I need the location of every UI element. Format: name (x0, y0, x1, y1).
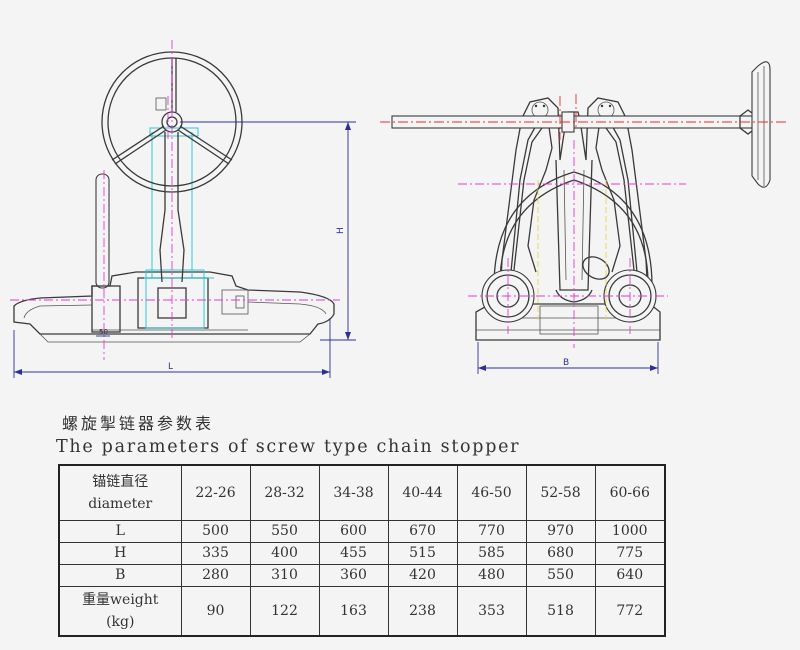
chain-stopper-drawing: .ln { stroke: #3a3a3a; stroke-width: 1.3… (10, 40, 786, 378)
table-row-weight: 重量weight (kg) 90 122 163 238 353 518 772 (58, 585, 666, 637)
table-cell: 515 (387, 541, 458, 565)
table-cell: 585 (456, 541, 527, 565)
table-row-H: H 335 400 455 515 585 680 775 (58, 541, 666, 565)
table-cell: 518 (525, 585, 596, 637)
row-label-weight: 重量weight (kg) (58, 585, 182, 637)
column-header: 28-32 (249, 464, 320, 521)
side-dimension-50: 50 (96, 328, 110, 337)
header-diameter-cell: 锚链直径 diameter (58, 464, 182, 521)
table-cell: 550 (525, 563, 596, 587)
dim-H-label: H (336, 227, 346, 234)
table-cell: 1000 (594, 519, 666, 543)
column-header: 22-26 (180, 464, 251, 521)
dim-B-label: B (563, 358, 569, 368)
svg-text:50: 50 (99, 328, 108, 336)
side-post (95, 173, 110, 289)
column-header: 46-50 (456, 464, 527, 521)
front-handwheel (751, 61, 771, 188)
front-dimension-B: B (477, 342, 659, 374)
table-cell: 280 (180, 563, 251, 587)
dim-L-label: L (168, 362, 173, 372)
table-cell: 335 (180, 541, 251, 565)
table-cell: 775 (594, 541, 666, 565)
table-row-B: B 280 310 360 420 480 550 640 (58, 563, 666, 587)
side-column (145, 132, 205, 329)
header-label-cn: 锚链直径 (92, 473, 149, 490)
table-cell: 970 (525, 519, 596, 543)
table-cell: 772 (594, 585, 666, 637)
table-cell: 600 (318, 519, 389, 543)
weight-label-line1: 重量weight (82, 591, 159, 608)
header-label-en: diameter (88, 495, 153, 512)
table-cell: 360 (318, 563, 389, 587)
row-label: B (58, 563, 182, 587)
side-view: H L 50 (10, 40, 356, 378)
row-label: L (58, 519, 182, 543)
table-cell: 353 (456, 585, 527, 637)
table-cell: 480 (456, 563, 527, 587)
column-header: 52-58 (525, 464, 596, 521)
parameter-table: 锚链直径 diameter 22-26 28-32 34-38 40-44 46… (58, 464, 666, 637)
table-cell: 455 (318, 541, 389, 565)
table-title-en: The parameters of screw type chain stopp… (56, 437, 521, 457)
table-cell: 670 (387, 519, 458, 543)
column-header: 40-44 (387, 464, 458, 521)
table-cell: 500 (180, 519, 251, 543)
table-cell: 310 (249, 563, 320, 587)
front-arch (493, 171, 653, 287)
row-label: H (58, 541, 182, 565)
table-row-L: L 500 550 600 670 770 970 1000 (58, 519, 666, 543)
table-cell: 420 (387, 563, 458, 587)
table-cell: 400 (249, 541, 320, 565)
table-cell: 163 (318, 585, 389, 637)
table-header-row: 锚链直径 diameter 22-26 28-32 34-38 40-44 46… (58, 464, 666, 521)
side-dimension-H: H (180, 121, 356, 341)
table-cell: 680 (525, 541, 596, 565)
side-base (13, 271, 335, 335)
front-view: B (380, 61, 786, 374)
weight-label-line2: (kg) (106, 613, 135, 630)
table-title-cn: 螺旋掣链器参数表 (62, 414, 215, 433)
column-header: 34-38 (318, 464, 389, 521)
side-dimension-L: L (13, 318, 331, 378)
table-cell: 122 (249, 585, 320, 637)
column-header: 60-66 (594, 464, 666, 521)
table-cell: 770 (456, 519, 527, 543)
table-cell: 640 (594, 563, 666, 587)
table-cell: 550 (249, 519, 320, 543)
table-cell: 90 (180, 585, 251, 637)
table-cell: 238 (387, 585, 458, 637)
